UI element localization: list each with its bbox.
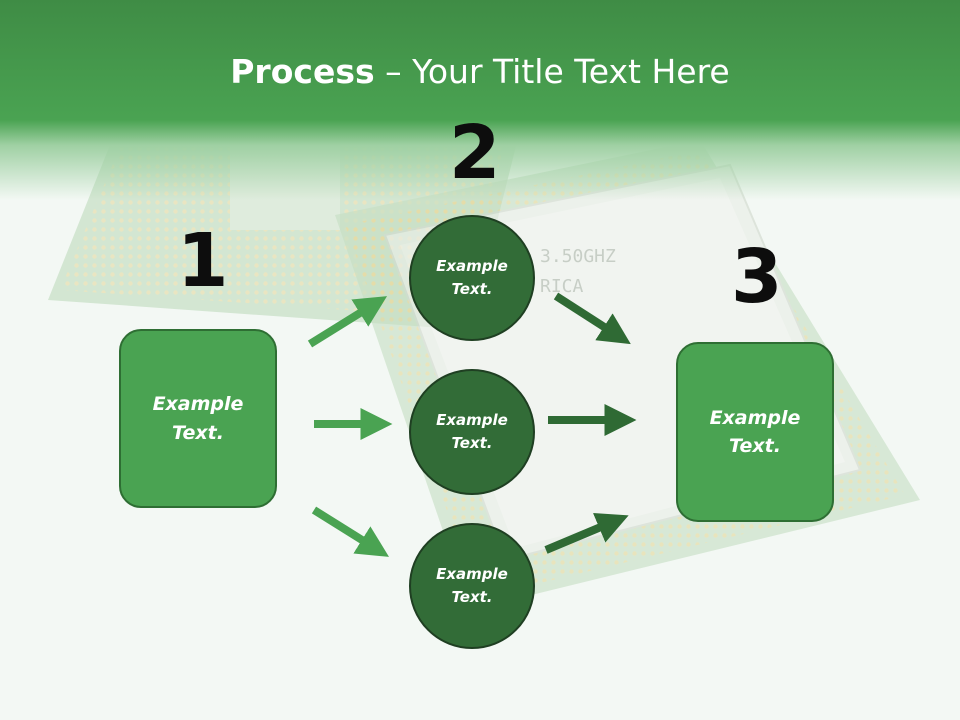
step-number-2: 2	[449, 110, 501, 196]
arrow-1-to-2-bottom	[311, 506, 389, 557]
step-1-text: Example Text.	[152, 393, 244, 444]
step-1-box: Example Text.	[119, 329, 277, 508]
step-2-circle-bottom: Example Text.	[409, 523, 535, 649]
arrow-1-to-2-top	[307, 296, 388, 348]
step-3-text: Example Text.	[709, 406, 801, 458]
arrow-2-to-3-bottom	[544, 512, 629, 554]
page-title: Process – Your Title Text Here	[0, 52, 960, 91]
step-3-box: Example Text.	[676, 342, 834, 522]
arrow-2-to-3-top	[553, 292, 631, 345]
step-2-circle-middle: Example Text.	[409, 369, 535, 495]
title-rest: – Your Title Text Here	[374, 52, 730, 91]
step-2-circle-text: Example Text.	[436, 410, 508, 452]
step-number-1: 1	[177, 218, 229, 304]
chip-engraving-text: RICA	[540, 276, 584, 297]
chip-engraving-text: 3.50GHZ	[540, 246, 616, 267]
step-2-circle-text: Example Text.	[436, 256, 508, 298]
step-2-circle-text: Example Text.	[436, 564, 508, 606]
title-bar	[0, 0, 960, 200]
step-number-3: 3	[731, 234, 783, 320]
title-bold: Process	[230, 52, 375, 91]
step-2-circle-top: Example Text.	[409, 215, 535, 341]
